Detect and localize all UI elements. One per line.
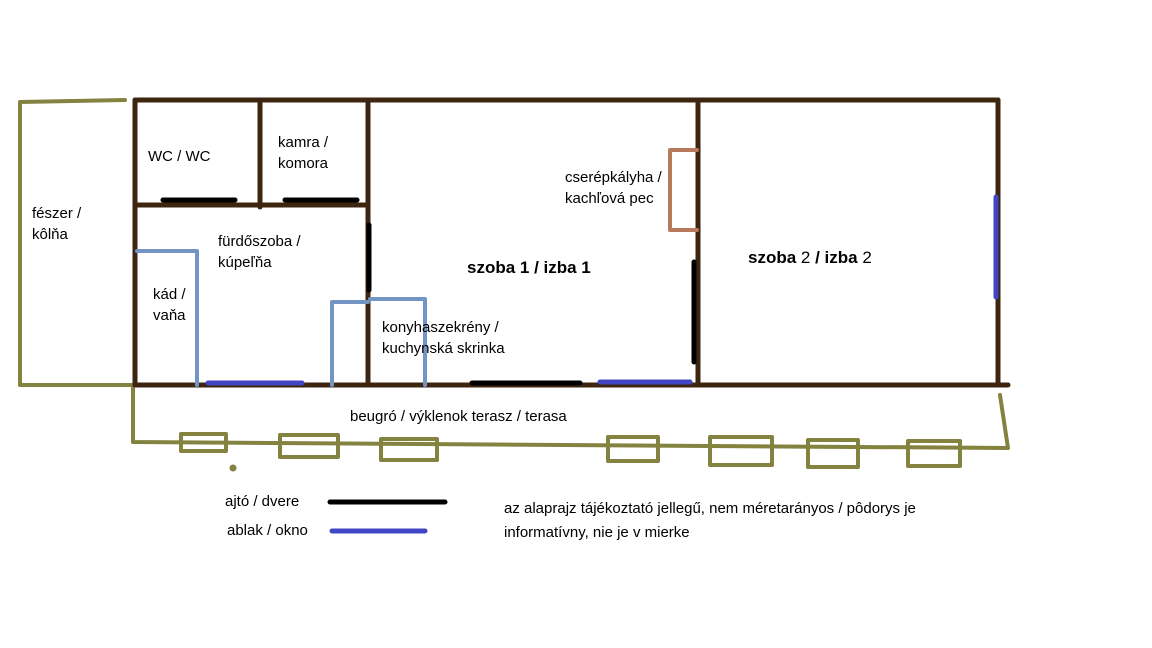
stove-label-sk: kachľová pec — [565, 190, 654, 207]
shed-label: fészer / kôlňa — [32, 203, 81, 245]
pantry-label-sk: komora — [278, 155, 329, 172]
scale-note-line: informatívny, nie je v mierke — [504, 524, 690, 541]
bathtub-label-sk: vaňa — [153, 307, 186, 324]
dot-mark — [229, 464, 237, 472]
bathroom-label: fürdőszoba / kúpeľňa — [218, 231, 301, 273]
room2-label-hu: szoba — [748, 248, 801, 267]
room1-label: szoba 1 / izba 1 — [467, 258, 591, 277]
bathroom-label-sk: kúpeľňa — [218, 254, 272, 271]
doors — [160, 197, 697, 505]
scale-note: az alaprajz tájékoztató jellegű, nem mér… — [504, 497, 916, 545]
shed-outline — [18, 98, 135, 387]
windows — [205, 194, 999, 534]
room2-number: 2 — [862, 248, 872, 267]
terrace-post — [806, 438, 860, 469]
terrace-post — [906, 439, 962, 468]
bathtub-outline — [135, 249, 199, 387]
outdoor-lines — [18, 98, 1010, 472]
terrace-post — [278, 433, 340, 459]
pantry-label: kamra / komora — [278, 132, 328, 174]
terrace-post — [179, 432, 228, 453]
kitchen-cabinet-label-sk: kuchynská skrinka — [382, 340, 505, 357]
shed-label-sk: kôlňa — [32, 226, 68, 243]
legend-door-label: ajtó / dvere — [225, 493, 300, 510]
pantry-label-hu: kamra / — [278, 134, 329, 151]
terrace-post — [379, 437, 439, 462]
bathroom-label-hu: fürdőszoba / — [218, 233, 301, 250]
bathtub-label-hu: kád / — [153, 286, 186, 303]
kitchen-cabinet-label-hu: konyhaszekrény / — [382, 319, 499, 336]
stove-outline — [668, 148, 699, 232]
terrace-label: beugró / výklenok terasz / terasa — [350, 408, 567, 425]
shed-label-hu: fészer / — [32, 205, 82, 222]
bathtub-label: kád / vaňa — [153, 284, 186, 326]
terrace-post — [708, 435, 774, 467]
stove-label-hu: cserépkályha / — [565, 169, 662, 186]
room2-number: 2 — [800, 248, 811, 267]
stove-label: cserépkályha / kachľová pec — [565, 167, 662, 209]
kitchen-cabinet-label: konyhaszekrény / kuchynská skrinka — [382, 317, 505, 359]
terrace-outline — [131, 383, 1010, 450]
room2-label-sk: / izba — [810, 248, 863, 267]
fixtures — [135, 249, 427, 387]
scale-note-line: az alaprajz tájékoztató jellegű, nem mér… — [504, 500, 916, 517]
terrace-post — [606, 435, 660, 463]
legend-window-label: ablak / okno — [227, 522, 308, 539]
kitchen-cabinet-outline — [330, 300, 370, 387]
kitchen-cabinet-outline — [368, 297, 427, 387]
wc-label: WC / WC — [148, 148, 211, 165]
room2-label: szoba 2 / izba 2 — [748, 247, 872, 268]
